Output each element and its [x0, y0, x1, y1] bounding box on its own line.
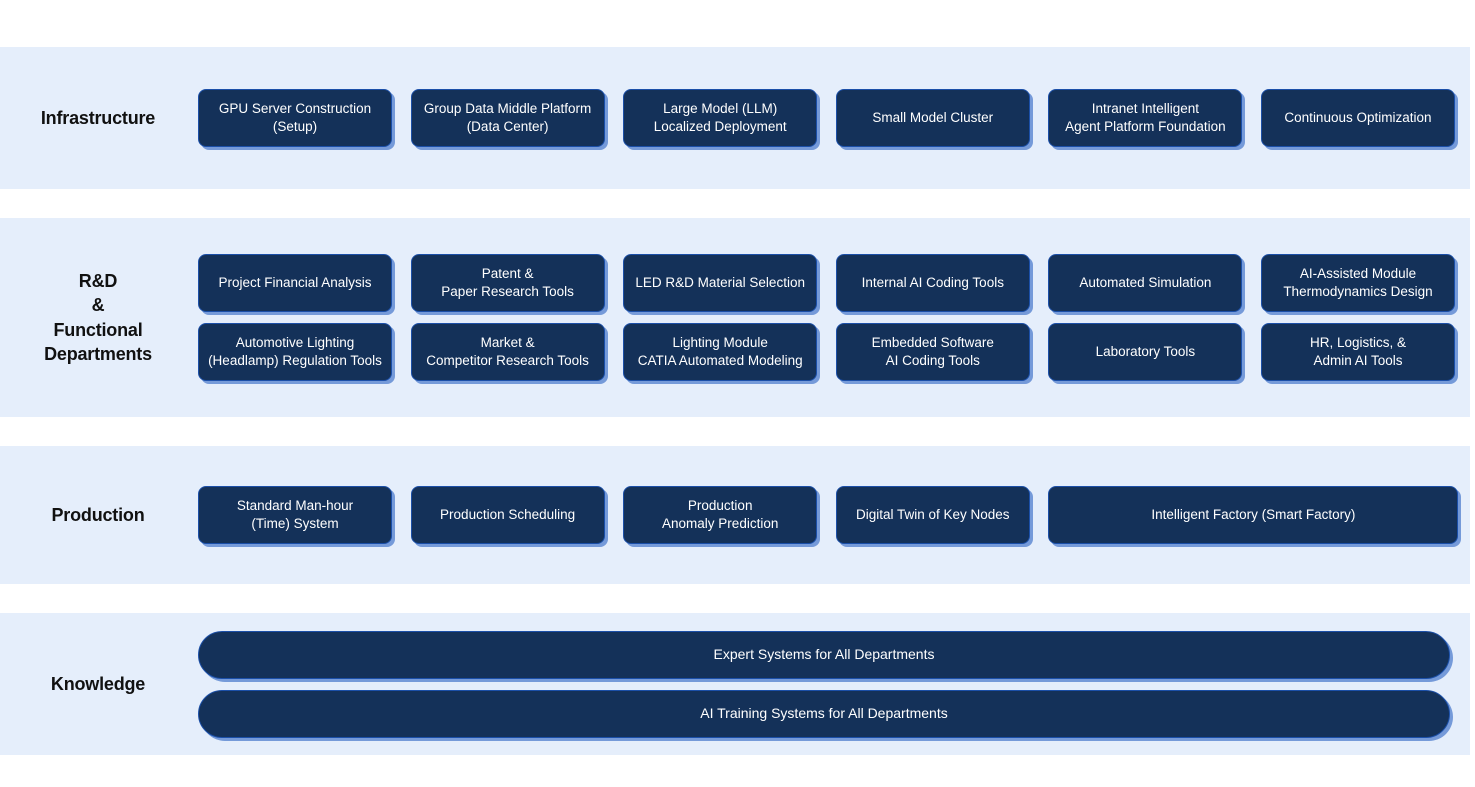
card-standard-man-hour-time-system[interactable]: Standard Man-hour (Time) System: [198, 486, 392, 544]
card-row: Expert Systems for All Departments: [198, 630, 1450, 679]
card-digital-twin-of-key-nodes[interactable]: Digital Twin of Key Nodes: [835, 486, 1030, 544]
card-slot: Intranet Intelligent Agent Platform Foun…: [1048, 89, 1261, 147]
card-row: Standard Man-hour (Time) System Producti…: [198, 486, 1459, 544]
card-slot: Small Model Cluster: [835, 89, 1049, 147]
card-row: Project Financial Analysis Patent & Pape…: [198, 254, 1455, 312]
card-slot: Group Data Middle Platform (Data Center): [410, 89, 624, 147]
card-large-model-localized-deployment[interactable]: Large Model (LLM) Localized Deployment: [623, 89, 818, 147]
card-group-data-middle-platform[interactable]: Group Data Middle Platform (Data Center): [410, 89, 605, 147]
card-continuous-optimization[interactable]: Continuous Optimization: [1260, 89, 1455, 147]
card-slot: LED R&D Material Selection: [623, 254, 836, 312]
card-slot: Continuous Optimization: [1260, 89, 1474, 147]
card-gpu-server-construction[interactable]: GPU Server Construction (Setup): [198, 89, 392, 147]
card-project-financial-analysis[interactable]: Project Financial Analysis: [198, 254, 392, 312]
card-production-anomaly-prediction[interactable]: Production Anomaly Prediction: [623, 486, 818, 544]
card-ai-training-systems-for-all-departments[interactable]: AI Training Systems for All Departments: [198, 689, 1450, 738]
band-content-production: Standard Man-hour (Time) System Producti…: [196, 446, 1470, 584]
card-slot: Digital Twin of Key Nodes: [835, 486, 1049, 544]
card-expert-systems-for-all-departments[interactable]: Expert Systems for All Departments: [198, 630, 1450, 679]
card-slot: Automotive Lighting (Headlamp) Regulatio…: [198, 323, 411, 381]
card-intelligent-factory[interactable]: Intelligent Factory (Smart Factory): [1048, 486, 1459, 544]
card-slot: HR, Logistics, & Admin AI Tools: [1260, 323, 1474, 381]
card-market-competitor-research-tools[interactable]: Market & Competitor Research Tools: [410, 323, 605, 381]
card-slot: Internal AI Coding Tools: [835, 254, 1049, 312]
card-intranet-intelligent-agent-platform[interactable]: Intranet Intelligent Agent Platform Foun…: [1048, 89, 1243, 147]
card-slot: Project Financial Analysis: [198, 254, 411, 312]
card-row: Automotive Lighting (Headlamp) Regulatio…: [198, 323, 1455, 381]
card-slot: Standard Man-hour (Time) System: [198, 486, 411, 544]
card-production-scheduling[interactable]: Production Scheduling: [410, 486, 605, 544]
card-slot: AI-Assisted Module Thermodynamics Design: [1260, 254, 1474, 312]
card-slot: Patent & Paper Research Tools: [410, 254, 624, 312]
card-slot: Laboratory Tools: [1048, 323, 1261, 381]
band-content-knowledge: Expert Systems for All Departments AI Tr…: [196, 613, 1470, 755]
card-automotive-lighting-regulation-tools[interactable]: Automotive Lighting (Headlamp) Regulatio…: [198, 323, 392, 381]
card-slot: Expert Systems for All Departments: [198, 630, 1450, 679]
card-hr-logistics-admin-ai-tools[interactable]: HR, Logistics, & Admin AI Tools: [1260, 323, 1455, 381]
card-slot: Large Model (LLM) Localized Deployment: [623, 89, 836, 147]
card-automated-simulation[interactable]: Automated Simulation: [1048, 254, 1243, 312]
band-label-rd: R&D & Functional Departments: [44, 271, 152, 364]
band-label-infrastructure: Infrastructure: [40, 107, 156, 128]
card-slot: Production Scheduling: [410, 486, 624, 544]
band-rd-functional-departments: R&D & Functional Departments Project Fin…: [0, 218, 1470, 417]
card-embedded-software-ai-coding-tools[interactable]: Embedded Software AI Coding Tools: [835, 323, 1030, 381]
card-row: AI Training Systems for All Departments: [198, 689, 1450, 738]
band-production: Production Standard Man-hour (Time) Syst…: [0, 446, 1470, 584]
band-label-knowledge: Knowledge: [50, 673, 146, 694]
card-ai-assisted-module-thermodynamics-design[interactable]: AI-Assisted Module Thermodynamics Design: [1260, 254, 1455, 312]
card-laboratory-tools[interactable]: Laboratory Tools: [1048, 323, 1243, 381]
band-knowledge: Knowledge Expert Systems for All Departm…: [0, 613, 1470, 755]
card-slot: Automated Simulation: [1048, 254, 1261, 312]
band-content-infrastructure: GPU Server Construction (Setup) Group Da…: [196, 47, 1470, 189]
card-patent-paper-research-tools[interactable]: Patent & Paper Research Tools: [410, 254, 605, 312]
band-label-production: Production: [51, 504, 145, 525]
card-lighting-module-catia-automated-modeling[interactable]: Lighting Module CATIA Automated Modeling: [623, 323, 818, 381]
band-content-rd: Project Financial Analysis Patent & Pape…: [196, 218, 1470, 417]
card-slot: Lighting Module CATIA Automated Modeling: [623, 323, 836, 381]
band-infrastructure: Infrastructure GPU Server Construction (…: [0, 47, 1470, 189]
card-internal-ai-coding-tools[interactable]: Internal AI Coding Tools: [835, 254, 1030, 312]
card-slot: GPU Server Construction (Setup): [198, 89, 411, 147]
card-led-rd-material-selection[interactable]: LED R&D Material Selection: [623, 254, 818, 312]
card-small-model-cluster[interactable]: Small Model Cluster: [835, 89, 1030, 147]
card-slot: AI Training Systems for All Departments: [198, 689, 1450, 738]
card-slot: Embedded Software AI Coding Tools: [835, 323, 1049, 381]
card-slot: Production Anomaly Prediction: [623, 486, 836, 544]
card-row: GPU Server Construction (Setup) Group Da…: [198, 89, 1455, 147]
card-slot: Intelligent Factory (Smart Factory): [1048, 486, 1473, 544]
card-slot: Market & Competitor Research Tools: [410, 323, 624, 381]
